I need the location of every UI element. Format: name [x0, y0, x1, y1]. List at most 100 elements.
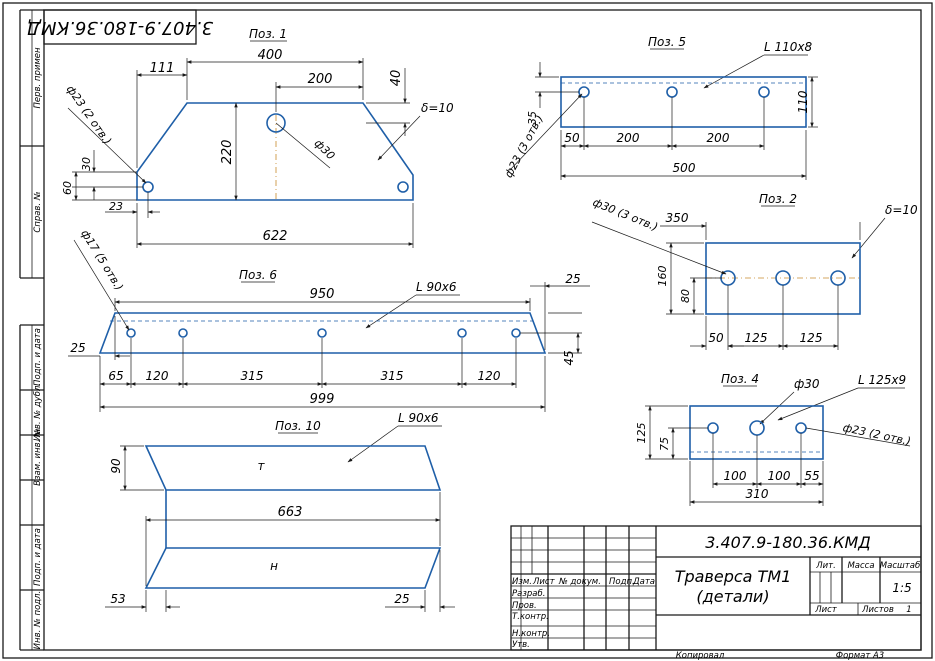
poz1-thickness: δ=10 — [421, 101, 454, 115]
poz2-hole-label: ф30 (3 отв.) — [591, 196, 660, 234]
corner-stamp-text: 3.407.9-180.36.КМД — [27, 17, 213, 38]
poz4-dim: 310 — [746, 487, 769, 501]
poz2-dim: 160 — [656, 266, 669, 287]
poz5-dim: 50 — [564, 131, 580, 145]
poz2-thickness: δ=10 — [885, 203, 918, 217]
tb-scale-value: 1:5 — [892, 581, 911, 595]
poz1-dim: 400 — [258, 48, 283, 63]
tb-list: Лист — [814, 605, 838, 615]
poz4-hole-small-label: ф23 (2 отв.) — [842, 421, 912, 448]
poz5-title: Поз. 5 — [648, 35, 686, 49]
tb-masshtab: Масштаб — [880, 561, 920, 571]
poz6-dim: 999 — [310, 392, 335, 407]
footer-copied: Копировал — [676, 651, 725, 661]
tb-row-utv: Утв. — [512, 640, 530, 650]
poz4-profile: L 125x9 — [858, 373, 906, 387]
poz1-dim: 40 — [389, 70, 404, 87]
poz2-dim: 125 — [745, 331, 768, 345]
part-poz10: Поз. 10 L 90x6 т н 90 663 53 25 — [105, 411, 455, 612]
poz1-dim: 60 — [61, 181, 74, 195]
side-stamp-label: Перв. примен — [33, 47, 43, 109]
tb-massa: Масса — [847, 561, 874, 571]
poz10-dim: 663 — [278, 505, 303, 520]
poz6-dim: 120 — [146, 369, 169, 383]
poz1-title: Поз. 1 — [249, 27, 287, 41]
tb-col-doc: № докум. — [558, 577, 601, 587]
poz5-dim: 110 — [796, 90, 810, 113]
poz1-dim: 23 — [109, 200, 123, 213]
poz10-dim: 90 — [109, 458, 123, 474]
poz2-dim: 350 — [666, 211, 689, 225]
poz4-dim: 55 — [804, 469, 819, 483]
poz6-dim: 315 — [381, 369, 404, 383]
tb-listov: Листов — [861, 605, 894, 615]
poz5-dim: 500 — [673, 161, 696, 175]
side-stamp-label: Справ. № — [33, 191, 43, 233]
poz6-title: Поз. 6 — [239, 268, 277, 282]
side-stamp-label: Инв. № дубл. — [33, 383, 43, 441]
part-poz6: Поз. 6 L 90x6 950 25 45 25 — [68, 227, 590, 412]
side-stamp-label: Подп. и дата — [33, 528, 43, 586]
tb-lit: Лит. — [815, 561, 836, 571]
corner-stamp: 3.407.9-180.36.КМД — [27, 9, 213, 45]
poz6-dim: 950 — [310, 287, 335, 302]
poz5-dim: 200 — [617, 131, 640, 145]
poz4-dim: 75 — [658, 437, 671, 451]
poz1-dim: 622 — [263, 229, 288, 244]
poz1-dim: 220 — [220, 140, 235, 165]
poz6-dim: 315 — [241, 369, 264, 383]
tb-listov-value: 1 — [906, 605, 911, 615]
part-poz5: Поз. 5 L 110x8 110 35 50 200 200 50 — [502, 35, 818, 180]
side-stamp-label: Инв. № подл. — [33, 591, 43, 650]
poz1-dim: 111 — [150, 61, 175, 76]
poz5-profile: L 110x8 — [764, 40, 813, 54]
tb-row-prov: Пров. — [512, 601, 537, 611]
part-poz1: Поз. 1 400 111 200 40 220 622 — [61, 27, 454, 248]
poz10-dim: 53 — [110, 592, 125, 606]
poz10-profile: L 90x6 — [398, 411, 439, 425]
tb-col-list: Лист — [532, 577, 556, 587]
poz10-mark-bottom: н — [270, 559, 278, 573]
poz4-hole-big-label: ф30 — [794, 377, 820, 391]
poz6-dim: 120 — [478, 369, 501, 383]
poz6-dim: 45 — [562, 350, 576, 365]
side-stamp-label: Подп. и дата — [33, 328, 43, 386]
poz4-dim: 100 — [768, 469, 791, 483]
title-block: 3.407.9-180.36.КМД Траверса ТМ1 (детали)… — [510, 525, 922, 651]
poz5-dim: 200 — [707, 131, 730, 145]
poz2-dim: 80 — [679, 289, 692, 303]
tb-col-podp: Подп. — [609, 577, 635, 587]
side-stamp: Перв. примен Справ. № Подп. и дата Инв. … — [19, 9, 44, 651]
poz6-profile: L 90x6 — [416, 280, 457, 294]
poz4-title: Поз. 4 — [721, 372, 759, 386]
poz2-dim: 50 — [708, 331, 724, 345]
tb-row-tkontr: Т.контр. — [512, 612, 549, 622]
poz1-hole-big-label: ф30 — [312, 137, 338, 163]
poz10-mark-top: т — [258, 459, 266, 473]
poz6-hole-label: ф17 (5 отв.) — [78, 227, 126, 292]
tb-col-izm: Изм. — [512, 577, 532, 587]
poz10-title: Поз. 10 — [275, 419, 321, 433]
title-block-code: 3.407.9-180.36.КМД — [705, 533, 871, 552]
tb-row-nkontr: Н.контр. — [512, 629, 550, 639]
poz4-dim: 100 — [724, 469, 747, 483]
part-poz4: Поз. 4 ф30 L 125x9 ф23 (2 отв.) 125 75 1… — [635, 372, 912, 506]
poz6-dim: 25 — [565, 272, 580, 286]
poz2-title: Поз. 2 — [759, 192, 797, 206]
tb-col-data: Дата — [632, 577, 655, 587]
title-block-name: Траверса ТМ1 — [675, 567, 792, 586]
tb-row-razrab: Разраб. — [512, 589, 545, 599]
footer-format: Формат А3 — [836, 651, 884, 661]
poz10-dim: 25 — [394, 592, 409, 606]
title-block-name-sub: (детали) — [696, 587, 769, 606]
poz1-dim: 30 — [80, 157, 93, 171]
poz6-dim: 65 — [108, 369, 123, 383]
poz1-dim: 200 — [308, 72, 333, 87]
poz5-hole-label: ф23 (3 отв.) — [502, 113, 546, 180]
poz6-dim: 25 — [70, 341, 85, 355]
side-stamp-label: Взам. инв. № — [33, 428, 43, 486]
part-poz2: Поз. 2 δ=10 350 ф30 (3 отв.) 160 80 50 — [591, 192, 918, 350]
poz5-dim: 35 — [526, 111, 539, 125]
